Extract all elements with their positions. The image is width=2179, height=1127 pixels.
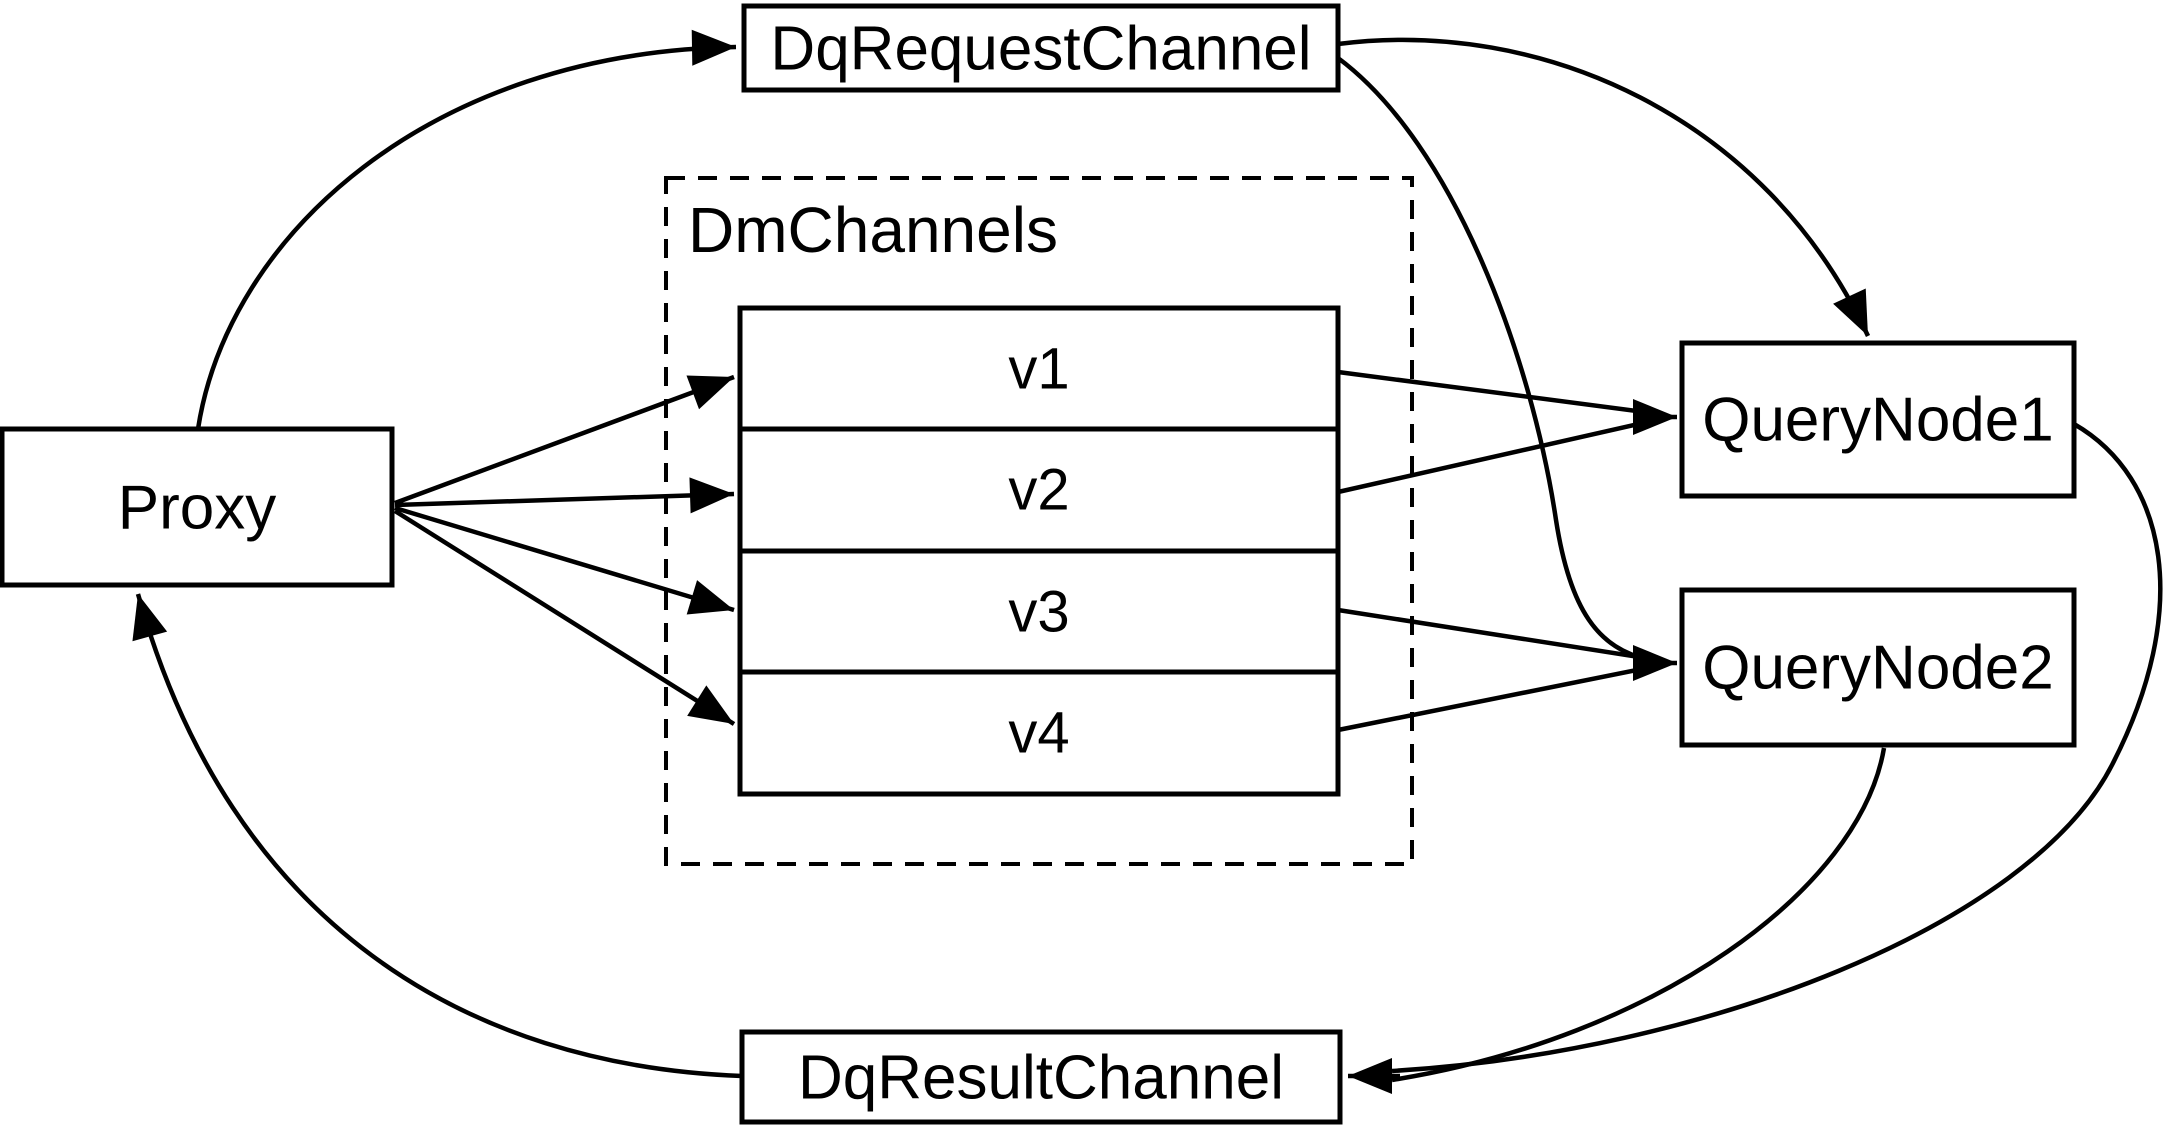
dq-request-channel-box — [741, 3, 1341, 93]
edge-v2-to-querynode1 — [1337, 418, 1653, 495]
edge-proxy-to-v3 — [394, 505, 735, 615]
edge-proxy-to-v2 — [394, 477, 735, 514]
channel-row-v3: v3 — [1008, 580, 1069, 645]
dq-request-channel-node: DqRequestChannel — [741, 3, 1341, 93]
channel-row-v2: v2 — [1008, 458, 1069, 523]
dq-result-channel-box — [739, 1029, 1343, 1125]
edge-v3-to-querynode2 — [1337, 607, 1653, 662]
query-node-2-label: QueryNode2 — [1702, 634, 2054, 703]
dq-result-channel-label: DqResultChannel — [798, 1044, 1284, 1113]
query-node-2-box — [1679, 587, 2077, 748]
edge-dqrequestchannel-to-querynode1 — [1337, 37, 1871, 337]
dm-channels-dashed-border — [664, 176, 1414, 866]
channel-row-v1: v1 — [1008, 337, 1069, 402]
channel-stack: v1 v2 v3 v4 — [737, 305, 1341, 797]
query-node-1: QueryNode1 — [1679, 340, 2077, 499]
edge-proxy-to-v4 — [393, 509, 736, 726]
proxy-node: Proxy — [0, 426, 395, 588]
edge-dqrequestchannel-to-querynode2 — [1336, 56, 1651, 663]
dq-result-channel-node: DqResultChannel — [739, 1029, 1343, 1125]
edge-v4-to-querynode2 — [1337, 664, 1653, 733]
edge-proxy-to-dqrequestchannel — [195, 29, 737, 430]
query-node-1-box — [1679, 340, 2077, 499]
query-node-2: QueryNode2 — [1679, 587, 2077, 748]
edge-v1-to-querynode1 — [1337, 369, 1653, 416]
dm-channels-label: DmChannels — [688, 194, 1058, 266]
edge-dqresultchannel-to-proxy — [132, 593, 743, 1079]
proxy-label: Proxy — [118, 474, 276, 543]
proxy-box — [0, 426, 395, 588]
dq-request-channel-label: DqRequestChannel — [770, 15, 1311, 84]
edge-querynode1-to-dqresultchannel — [1391, 422, 2163, 1074]
channel-row-v4: v4 — [1008, 701, 1069, 766]
edge-proxy-to-v1 — [394, 374, 735, 506]
dm-channels-group: DmChannels v1 v2 v3 v4 — [664, 176, 1414, 866]
query-node-1-label: QueryNode1 — [1702, 386, 2054, 455]
edge-querynode2-to-dqresultchannel — [1391, 747, 1887, 1083]
